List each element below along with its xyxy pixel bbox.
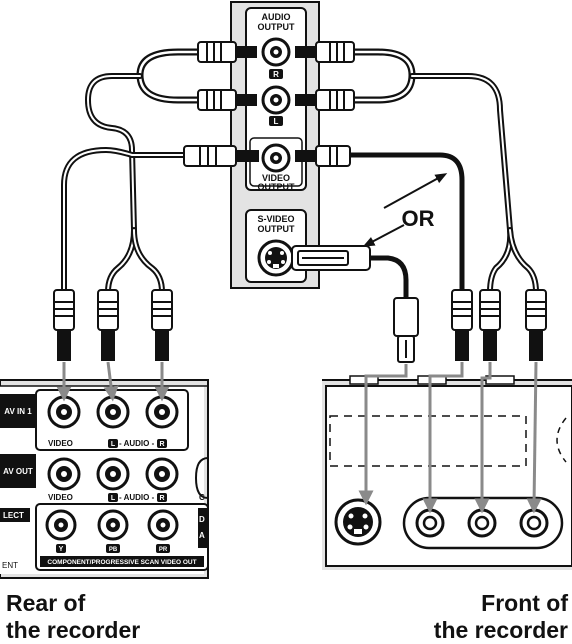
rear-recorder-panel: AV IN 1 AV OUT VIDEO L - AUDIO - R VIDEO…: [0, 379, 209, 579]
component-pr-jack[interactable]: [147, 509, 179, 541]
pb-badge: PB: [109, 547, 118, 553]
svideo-output-label-line1: S-VIDEO: [257, 214, 294, 224]
svideo-output-label-line2: OUTPUT: [258, 224, 296, 234]
av-in1-audio-label: - AUDIO -: [119, 439, 155, 448]
cables: [61, 48, 539, 303]
component-y-jack[interactable]: [45, 509, 77, 541]
device-plugs: [53, 289, 547, 363]
av-in1-video-label: VIDEO: [48, 439, 73, 448]
or-annotation: OR: [362, 173, 448, 247]
audio-output-l-jack[interactable]: [261, 85, 291, 115]
component-video-out-label: COMPONENT/PROGRESSIVE SCAN VIDEO OUT: [47, 559, 196, 566]
video-output-jack[interactable]: [261, 143, 291, 173]
rear-connection-arrows: [56, 361, 170, 402]
audio-output-label-line1: AUDIO: [262, 12, 291, 22]
rear-caption-line1: Rear of: [6, 590, 86, 616]
front-audio-r-input-jack[interactable]: [519, 508, 549, 538]
audio-l-badge: L: [274, 117, 279, 126]
av-out-audio-l-jack[interactable]: [96, 457, 130, 491]
front-connection-arrows: [358, 361, 542, 514]
c-fragment: C: [199, 493, 205, 502]
front-audio-l-input-jack[interactable]: [467, 508, 497, 538]
pr-badge: PR: [159, 547, 168, 553]
front-caption: Front of the recorder: [434, 590, 568, 644]
audio-output-label-line2: OUTPUT: [258, 22, 296, 32]
rear-caption: Rear of the recorder: [6, 590, 140, 644]
video-output-label-line2: OUTPUT: [258, 182, 296, 192]
av-out-l-badge: L: [111, 495, 116, 502]
front-recorder-panel: [322, 375, 572, 570]
component-pb-jack[interactable]: [97, 509, 129, 541]
select-fragment: LECT: [3, 511, 24, 520]
av-in1-audio-l-jack[interactable]: [96, 395, 130, 429]
y-badge: Y: [59, 546, 64, 553]
av-in1-r-badge: R: [159, 441, 164, 448]
rear-caption-line2: the recorder: [6, 617, 141, 643]
ent-fragment: ENT: [2, 561, 18, 570]
or-label: OR: [402, 206, 435, 231]
av-out-video-jack[interactable]: [47, 457, 81, 491]
video-output-label-line1: VIDEO: [262, 173, 290, 183]
av-in1-label: AV IN 1: [4, 407, 32, 416]
front-caption-line2: the recorder: [433, 617, 568, 643]
av-out-video-label: VIDEO: [48, 493, 73, 502]
d-fragment: D: [199, 515, 205, 524]
svideo-output-jack[interactable]: [257, 239, 295, 277]
av-out-label: AV OUT: [3, 467, 33, 476]
av-in1-video-jack[interactable]: [47, 395, 81, 429]
av-in1-audio-r-jack[interactable]: [145, 395, 179, 429]
av-out-r-badge: R: [159, 495, 164, 502]
av-out-audio-label: - AUDIO -: [119, 493, 155, 502]
source-plugs: [183, 41, 371, 271]
av-in1-l-badge: L: [111, 441, 116, 448]
front-svideo-input-jack[interactable]: [334, 498, 382, 546]
audio-r-badge: R: [273, 70, 279, 79]
front-caption-line1: Front of: [481, 590, 568, 616]
front-video-input-jack[interactable]: [415, 508, 445, 538]
audio-output-r-jack[interactable]: [261, 37, 291, 67]
av-out-audio-r-jack[interactable]: [145, 457, 179, 491]
a-fragment: A: [199, 531, 205, 540]
